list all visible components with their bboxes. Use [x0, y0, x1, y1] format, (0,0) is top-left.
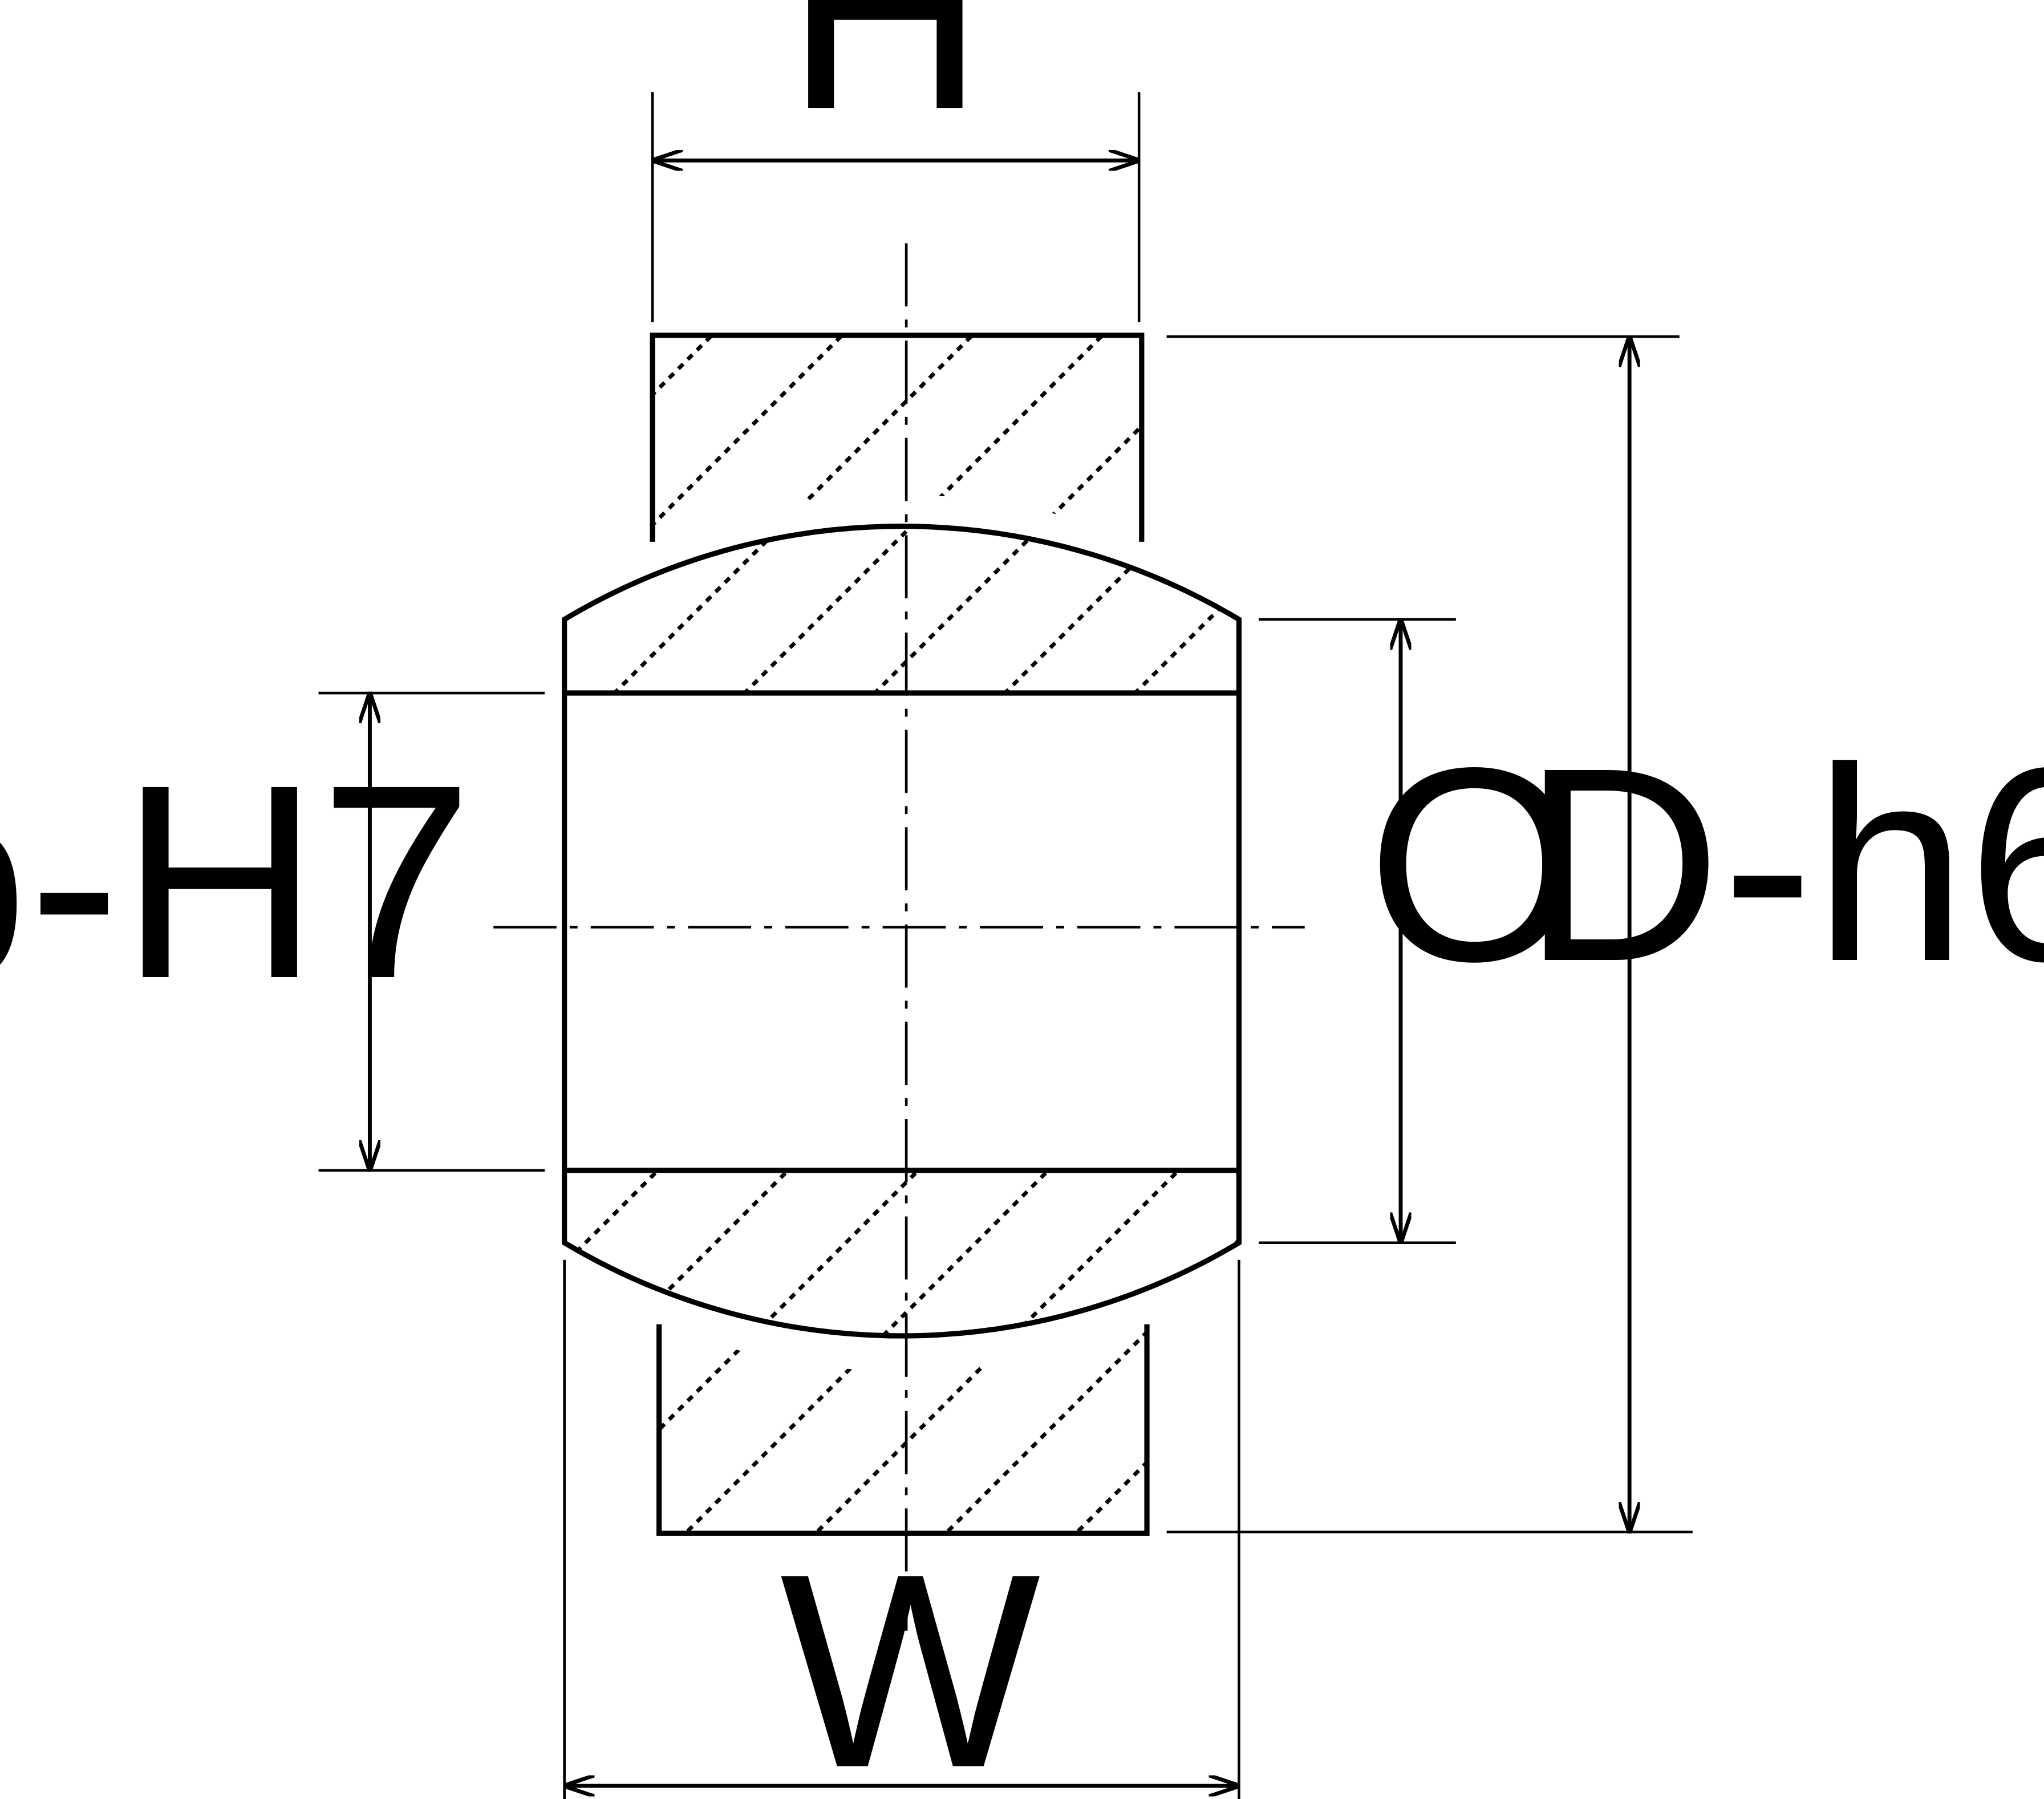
outer-ring-bottom-section: [659, 1324, 1147, 1534]
label-h: H: [785, 0, 985, 167]
center-lines: [493, 243, 1305, 1631]
hatched-sections: [564, 335, 1239, 1534]
extension-lines: [318, 92, 1693, 1799]
ball-top-section: [564, 526, 1239, 694]
outer-ring-top-section: [652, 335, 1142, 542]
label-sphere: O: [1367, 710, 1582, 1019]
ball-bottom-section: [564, 1170, 1239, 1336]
outer-ring-bottom-outline: [656, 1324, 1150, 1536]
outer-ring-top-outline: [650, 333, 1145, 542]
ball-outline: [562, 524, 1242, 1339]
dimension-lines: [370, 160, 1629, 1786]
label-outer: D-h6: [1522, 710, 2044, 1019]
label-w: W: [780, 1516, 1043, 1799]
label-bore: b-H7: [0, 727, 473, 1036]
bearing-outline: [562, 333, 1242, 1536]
